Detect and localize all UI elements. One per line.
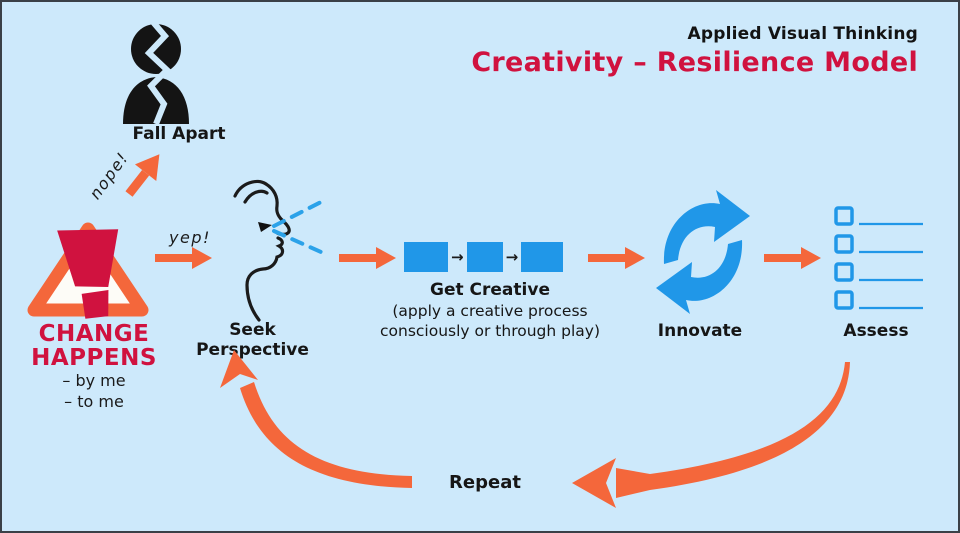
change-happens-line2: HAPPENS	[31, 345, 157, 371]
change-happens-by-me: – by me	[62, 371, 126, 390]
face-profile-icon	[233, 179, 327, 322]
seek-perspective-label: Seek Perspective	[196, 320, 309, 360]
yep-arrow-icon	[155, 247, 212, 269]
repeat-curve-left-icon	[220, 350, 412, 488]
checklist-icon	[834, 206, 923, 310]
header: Applied Visual Thinking Creativity – Res…	[471, 24, 918, 78]
yep-label: yep!	[169, 228, 211, 247]
repeat-label: Repeat	[449, 472, 521, 493]
repeat-curve-right-icon	[572, 362, 850, 508]
cycle-arrows-icon	[656, 190, 750, 314]
flow-arrow-icon	[588, 247, 645, 269]
process-step-square	[404, 242, 448, 272]
flow-arrow-icon	[339, 247, 396, 269]
step-arrow-icon: →	[505, 248, 519, 266]
change-happens-to-me: – to me	[64, 392, 124, 411]
sight-rays-icon	[272, 198, 327, 254]
nope-arrow-icon	[125, 154, 160, 197]
get-creative-label: Get Creative	[430, 280, 550, 300]
change-happens-line1: CHANGE	[38, 321, 150, 347]
process-step-square	[466, 242, 503, 272]
get-creative-subline1: (apply a creative process	[392, 302, 588, 320]
step-arrow-icon: →	[451, 248, 464, 266]
get-creative-subline2: consciously or through play)	[380, 322, 600, 340]
broken-person-icon	[123, 22, 189, 124]
process-squares-icon: → →	[404, 242, 564, 272]
flow-arrow-icon	[764, 247, 821, 269]
get-creative-block: Get Creative (apply a creative process c…	[362, 279, 618, 341]
eye-icon	[258, 222, 272, 232]
warning-triangle-icon	[27, 222, 149, 319]
assess-label: Assess	[843, 321, 909, 341]
innovate-label: Innovate	[657, 321, 743, 341]
page-title: Creativity – Resilience Model	[471, 47, 918, 78]
change-happens-block: CHANGE HAPPENS – by me – to me	[16, 322, 172, 412]
header-app-label: Applied Visual Thinking	[687, 24, 918, 44]
fall-apart-label: Fall Apart	[132, 124, 226, 144]
process-step-square	[521, 242, 564, 272]
